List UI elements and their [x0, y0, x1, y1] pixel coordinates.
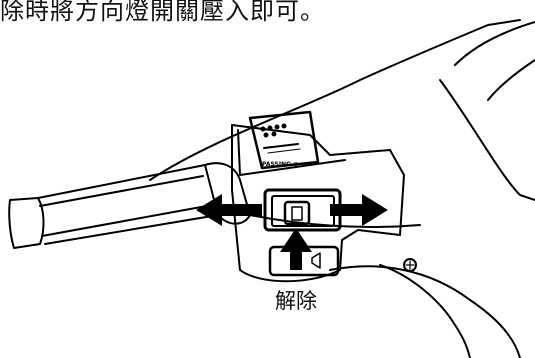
caption-text: 除時將方向燈開關壓入即可。 — [0, 0, 325, 25]
horn-icon — [311, 252, 321, 269]
passing-switch-module — [248, 110, 320, 170]
housing-inner-curve — [454, 21, 535, 66]
passing-label: PASSING ⊙ — [262, 161, 298, 168]
turn-signal-arrow-right-icon — [330, 194, 388, 226]
handlebar-housing-outline — [149, 19, 521, 181]
mirror-mount-curve — [487, 59, 535, 101]
turn-signal-arrow-left-icon — [196, 194, 262, 226]
switch-housing-inner — [237, 129, 346, 176]
lower-cover-curve-2 — [379, 264, 471, 358]
switch-housing — [231, 124, 405, 283]
turn-signal-switch-slot — [271, 195, 335, 227]
screw-icon — [403, 258, 417, 272]
housing-right-edge — [439, 79, 535, 201]
turn-signal-knob — [283, 200, 311, 226]
hand-grip — [8, 162, 251, 249]
push-arrow-up-icon — [280, 228, 312, 270]
release-label: 解除 — [275, 289, 317, 313]
lower-cover-curve — [329, 265, 521, 358]
